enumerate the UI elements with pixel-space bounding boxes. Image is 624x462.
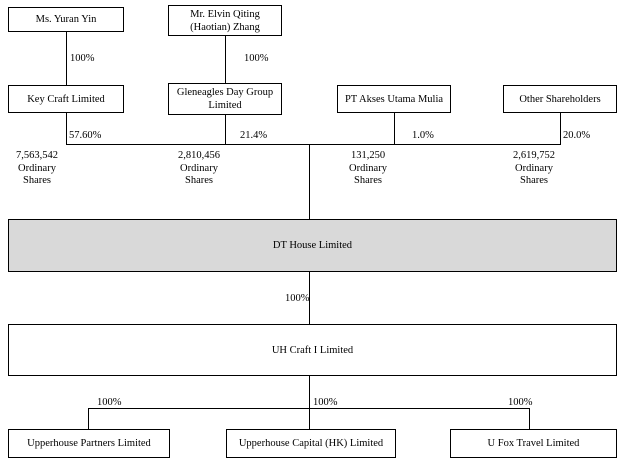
pct-uh-ufox: 100% xyxy=(508,397,533,408)
pct-ptakses: 1.0% xyxy=(412,130,434,141)
shares-ptakses: 131,250 Ordinary Shares xyxy=(349,150,387,186)
pct-uh-capital: 100% xyxy=(313,397,338,408)
entity-upperhouse-partners: Upperhouse Partners Limited xyxy=(8,429,170,458)
connector-subsidiaries-bar xyxy=(88,408,530,409)
shares-other: 2,619,752 Ordinary Shares xyxy=(513,150,555,186)
connector-bar-ufox xyxy=(529,408,530,429)
entity-pt-akses: PT Akses Utama Mulia xyxy=(337,85,451,113)
connector-uhcraft-down xyxy=(309,376,310,429)
pct-keycraft: 57.60% xyxy=(69,130,102,141)
pct-dt-uh: 100% xyxy=(285,293,310,304)
entity-upperhouse-capital: Upperhouse Capital (HK) Limited xyxy=(226,429,396,458)
connector-dthouse-uhcraft xyxy=(309,272,310,324)
entity-elvin-zhang: Mr. Elvin Qiting (Haotian) Zhang xyxy=(168,5,282,36)
entity-uh-craft: UH Craft I Limited xyxy=(8,324,617,376)
connector-zhang-gleneagles xyxy=(225,36,226,83)
connector-bar-partners xyxy=(88,408,89,429)
connector-ptakses-bar xyxy=(394,113,395,144)
connector-other-bar xyxy=(560,113,561,144)
pct-yin-keycraft: 100% xyxy=(70,53,95,64)
pct-other: 20.0% xyxy=(563,130,591,141)
connector-keycraft-bar xyxy=(66,113,67,144)
shares-gleneagles: 2,810,456 Ordinary Shares xyxy=(178,150,220,186)
shares-keycraft: 7,563,542 Ordinary Shares xyxy=(16,150,58,186)
connector-yin-keycraft xyxy=(66,32,67,85)
entity-ufox-travel: U Fox Travel Limited xyxy=(450,429,617,458)
pct-gleneagles: 21.4% xyxy=(240,130,268,141)
entity-dt-house: DT House Limited xyxy=(8,219,617,272)
pct-zhang-gleneagles: 100% xyxy=(244,53,269,64)
connector-shareholders-bar xyxy=(66,144,561,145)
connector-bar-dthouse xyxy=(309,144,310,219)
entity-key-craft: Key Craft Limited xyxy=(8,85,124,113)
entity-gleneagles: Gleneagles Day Group Limited xyxy=(168,83,282,115)
entity-other-shareholders: Other Shareholders xyxy=(503,85,617,113)
connector-gleneagles-bar xyxy=(225,115,226,144)
pct-uh-partners: 100% xyxy=(97,397,122,408)
entity-yuran-yin: Ms. Yuran Yin xyxy=(8,7,124,32)
